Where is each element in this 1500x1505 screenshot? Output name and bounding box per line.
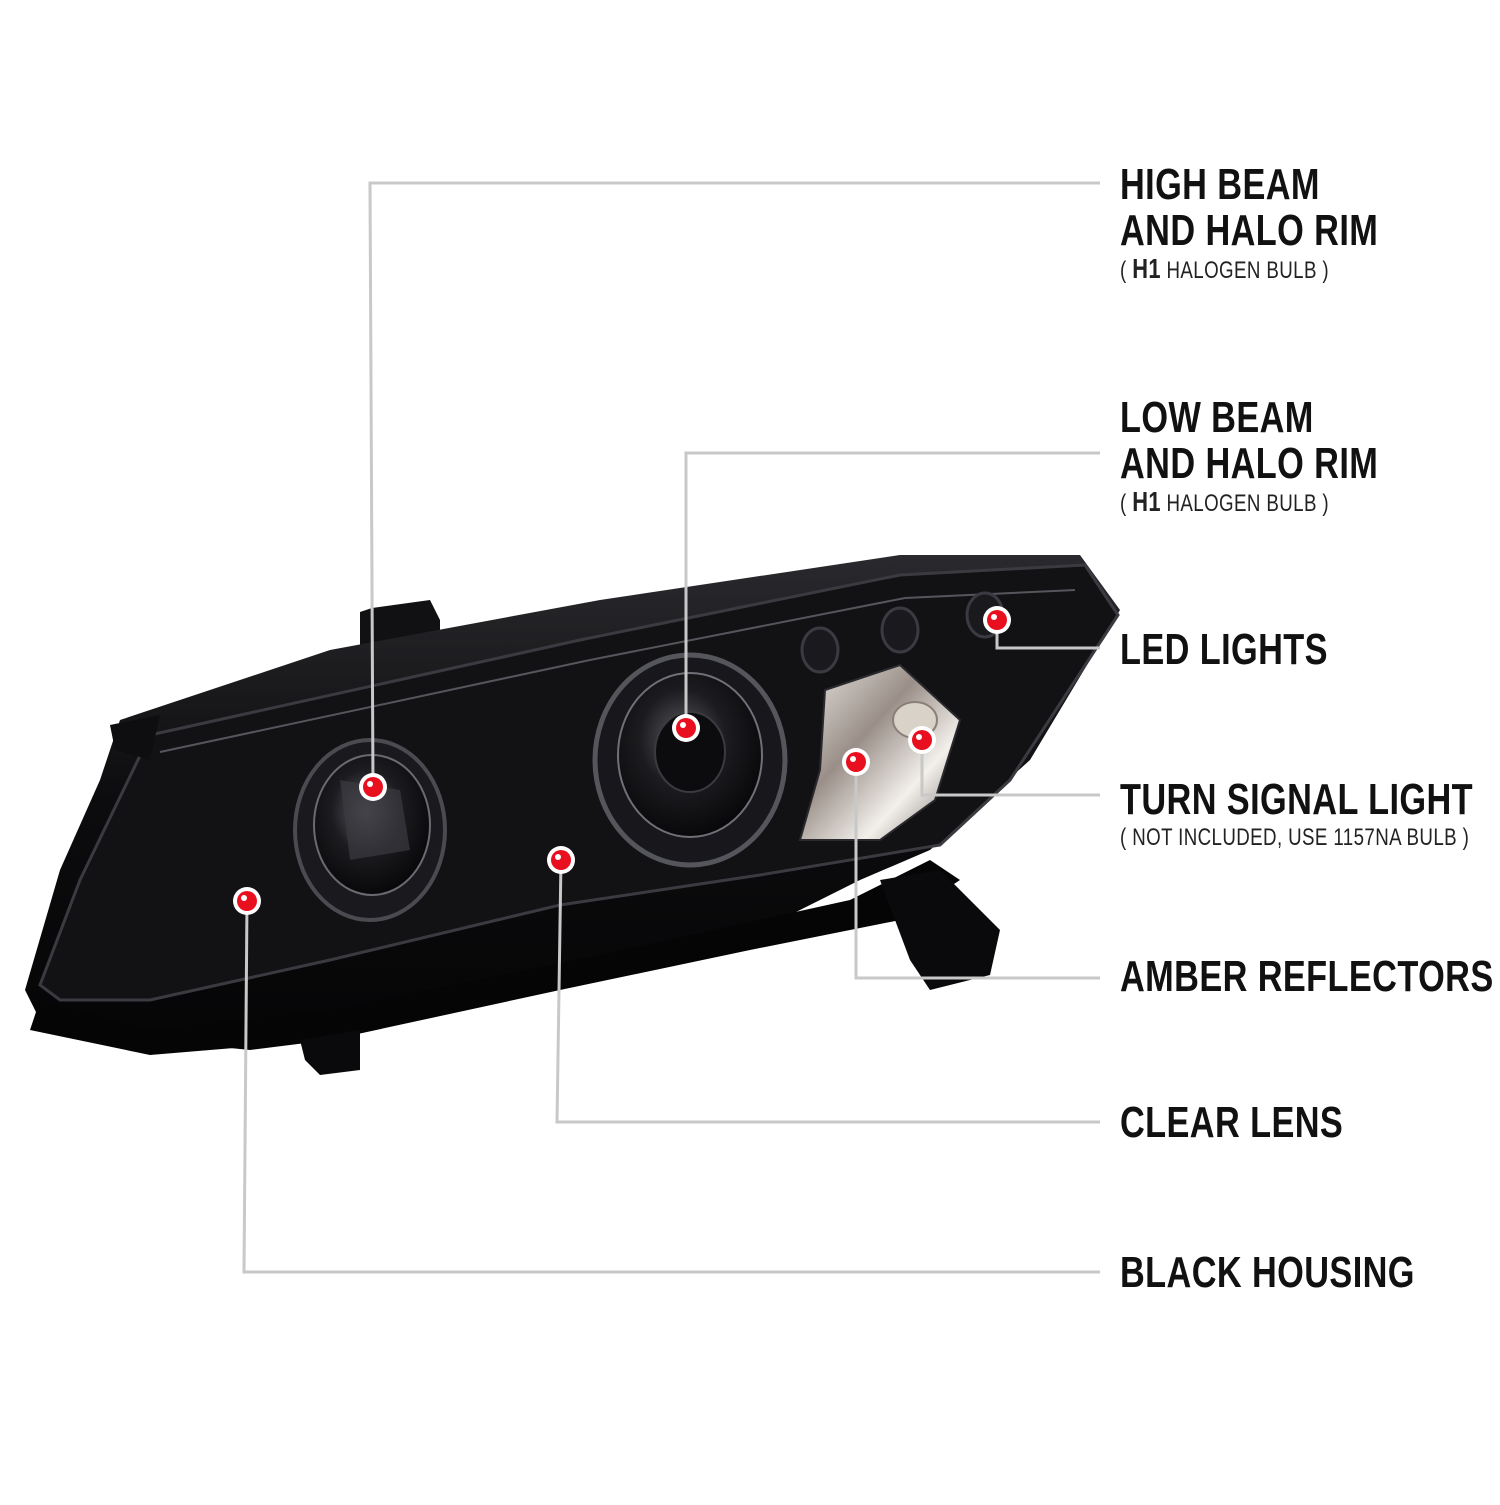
low-beam-leader-line: [684, 451, 1100, 728]
callout-title-line: LOW BEAM: [1120, 393, 1314, 442]
callout-title-line: LED LIGHTS: [1120, 625, 1328, 674]
callout-title-line: CLEAR LENS: [1120, 1098, 1344, 1147]
callout-high-beam: HIGH BEAM AND HALO RIM ( H1 HALOGEN BULB…: [1120, 162, 1378, 286]
clear-lens-marker: [551, 850, 571, 870]
callout-led-lights: LED LIGHTS: [1120, 627, 1328, 673]
clear-lens-marker-highlight: [555, 854, 561, 860]
black-housing-marker: [237, 891, 257, 911]
clear-lens-leader-line: [555, 859, 1100, 1124]
turn-signal-leader-line: [920, 740, 1100, 797]
turn-signal-marker-highlight: [916, 734, 922, 740]
led-light-pods: [800, 591, 1005, 674]
callout-low-beam: LOW BEAM AND HALO RIM ( H1 HALOGEN BULB …: [1120, 395, 1378, 519]
low-beam-projector: [592, 652, 788, 868]
callout-title-line: BLACK HOUSING: [1120, 1248, 1415, 1297]
callout-turn-signal: TURN SIGNAL LIGHT ( NOT INCLUDED, USE 11…: [1120, 777, 1473, 853]
amber-reflectors-marker: [846, 752, 866, 772]
led-lights-marker-highlight: [991, 614, 997, 620]
callout-title-line: AND HALO RIM: [1120, 206, 1379, 255]
callout-subtitle: ( H1 HALOGEN BULB ): [1120, 486, 1330, 518]
headlight-housing: [25, 555, 1120, 1075]
turn-signal-marker: [912, 730, 932, 750]
led-lights-marker: [987, 610, 1007, 630]
black-housing-leader-line: [242, 900, 1100, 1274]
callout-title-line: TURN SIGNAL LIGHT: [1120, 775, 1473, 824]
high-beam-marker-highlight: [367, 781, 373, 787]
callout-amber-reflectors: AMBER REFLECTORS: [1120, 954, 1494, 1000]
low-beam-marker: [676, 718, 696, 738]
callout-black-housing: BLACK HOUSING: [1120, 1250, 1415, 1296]
callout-subtitle: ( H1 HALOGEN BULB ): [1120, 253, 1330, 285]
callout-subtitle: ( NOT INCLUDED, USE 1157NA BULB ): [1120, 824, 1470, 851]
callout-markers: [233, 606, 1011, 915]
black-housing-marker-highlight: [241, 895, 247, 901]
low-beam-marker-highlight: [680, 722, 686, 728]
amber-reflectors-leader-line: [854, 762, 1100, 980]
high-beam-leader-line: [368, 181, 1100, 788]
callout-title-line: AND HALO RIM: [1120, 439, 1379, 488]
callout-title-line: HIGH BEAM: [1120, 160, 1320, 209]
callout-title-line: AMBER REFLECTORS: [1120, 952, 1494, 1001]
high-beam-marker: [363, 777, 383, 797]
high-beam-projector: [293, 738, 447, 922]
callout-clear-lens: CLEAR LENS: [1120, 1100, 1343, 1146]
amber-reflectors-marker-highlight: [850, 756, 856, 762]
